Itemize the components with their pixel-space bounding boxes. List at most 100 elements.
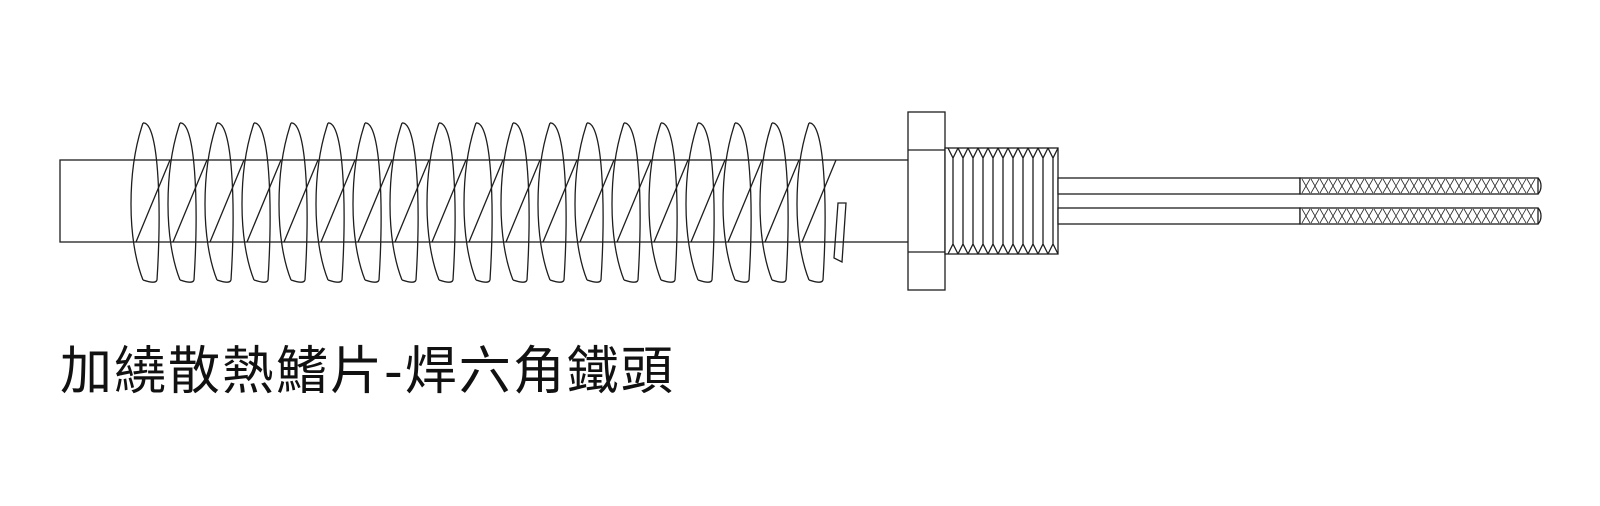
fin-band [505,159,541,243]
braid-weave [1328,208,1338,224]
braided-sleeve-bottom [1299,207,1539,225]
fin-band [653,159,689,243]
braid-end [1537,207,1542,225]
braid-weave [1337,178,1347,194]
fin-rear-edge [648,122,662,281]
fin-coil [142,122,160,283]
fin-band [727,159,763,243]
thread-tooth [1007,147,1019,255]
braid-weave [1445,208,1455,224]
braid-weave [1391,178,1401,194]
fin-band [172,159,208,243]
braid-weave [1328,178,1338,194]
braid-weave [1427,208,1437,224]
fin-rear-edge [759,122,773,281]
fin-rear-edge [167,122,181,281]
braid-weave [1301,178,1311,194]
fin-rear-edge [574,122,588,281]
fin-rear-edge [722,122,736,281]
braid-weave [1355,178,1365,194]
fin-rear-edge [685,122,699,281]
braid-weave [1301,208,1311,224]
fin-coil [697,122,715,283]
fin-coil [401,122,419,283]
fin-band [320,159,356,243]
braid-weave [1319,178,1329,194]
braid-weave [1409,208,1419,224]
braid-weave [1364,178,1374,194]
fin-band [283,159,319,243]
fin-coil [734,122,752,283]
fin-band [246,159,282,243]
fin-rear-edge [500,122,514,281]
fin-band [357,159,393,243]
fin-coil [586,122,604,283]
fin-coil [327,122,345,283]
braid-weave [1463,178,1473,194]
thread-tooth [1047,147,1059,255]
fin-rear-edge [130,122,144,281]
fin-rear-edge [204,122,218,281]
braid-weave [1499,208,1509,224]
fin-rear-edge [611,122,625,281]
braid-weave [1364,208,1374,224]
braid-weave [1436,208,1446,224]
diagram-caption: 加繞散熱鰭片-焊六角鐵頭 [60,342,675,402]
braid-weave [1526,178,1536,194]
fin-rear-edge [389,122,403,281]
braid-weave [1418,208,1428,224]
spiral-fins [130,122,847,283]
braid-weave [1463,208,1473,224]
fin-coil [475,122,493,283]
braid-weave [1490,178,1500,194]
lead-wire-bottom [1057,207,1301,225]
braid-weave [1382,208,1392,224]
braid-weave [1400,178,1410,194]
braid-weave [1508,208,1518,224]
braid-weave [1373,178,1383,194]
braid-weave [1346,208,1356,224]
braid-weave [1382,178,1392,194]
lead-wires [1057,177,1301,225]
braid-weave [1427,178,1437,194]
braid-weave [1391,208,1401,224]
thread-tooth [947,147,959,255]
braid-weave [1346,178,1356,194]
fin-coil [364,122,382,283]
thread-tooth [997,147,1009,255]
braid-weave [1481,208,1491,224]
braid-end [1537,177,1542,195]
braid-weave [1517,178,1527,194]
fin-coil [771,122,789,283]
fin-band [801,159,837,243]
braid-weave [1490,208,1500,224]
thread-tooth [1027,147,1039,255]
thread-tooth [977,147,989,255]
fin-coil [549,122,567,283]
thread-tooth [1037,147,1049,255]
braid-weave [1409,178,1419,194]
fin-coil [216,122,234,283]
thread-tooth [987,147,999,255]
fin-coil [808,122,826,283]
thread-tooth [1017,147,1029,255]
braid-weave [1436,178,1446,194]
fin-band [394,159,430,243]
fin-coil [438,122,456,283]
fin-coil [290,122,308,283]
thread-tooth [957,147,969,255]
fin-rear-edge [796,122,810,281]
fin-band [468,159,504,243]
fin-rear-edge [315,122,329,281]
fin-rear-edge [241,122,255,281]
fin-band [616,159,652,243]
fin-coil [623,122,641,283]
fin-coil [512,122,530,283]
fin-band [579,159,615,243]
braid-weave [1355,208,1365,224]
braided-sleeves [1299,177,1542,225]
hex-nut [907,111,946,291]
fin-rear-edge [278,122,292,281]
fin-end-tab [833,202,847,264]
